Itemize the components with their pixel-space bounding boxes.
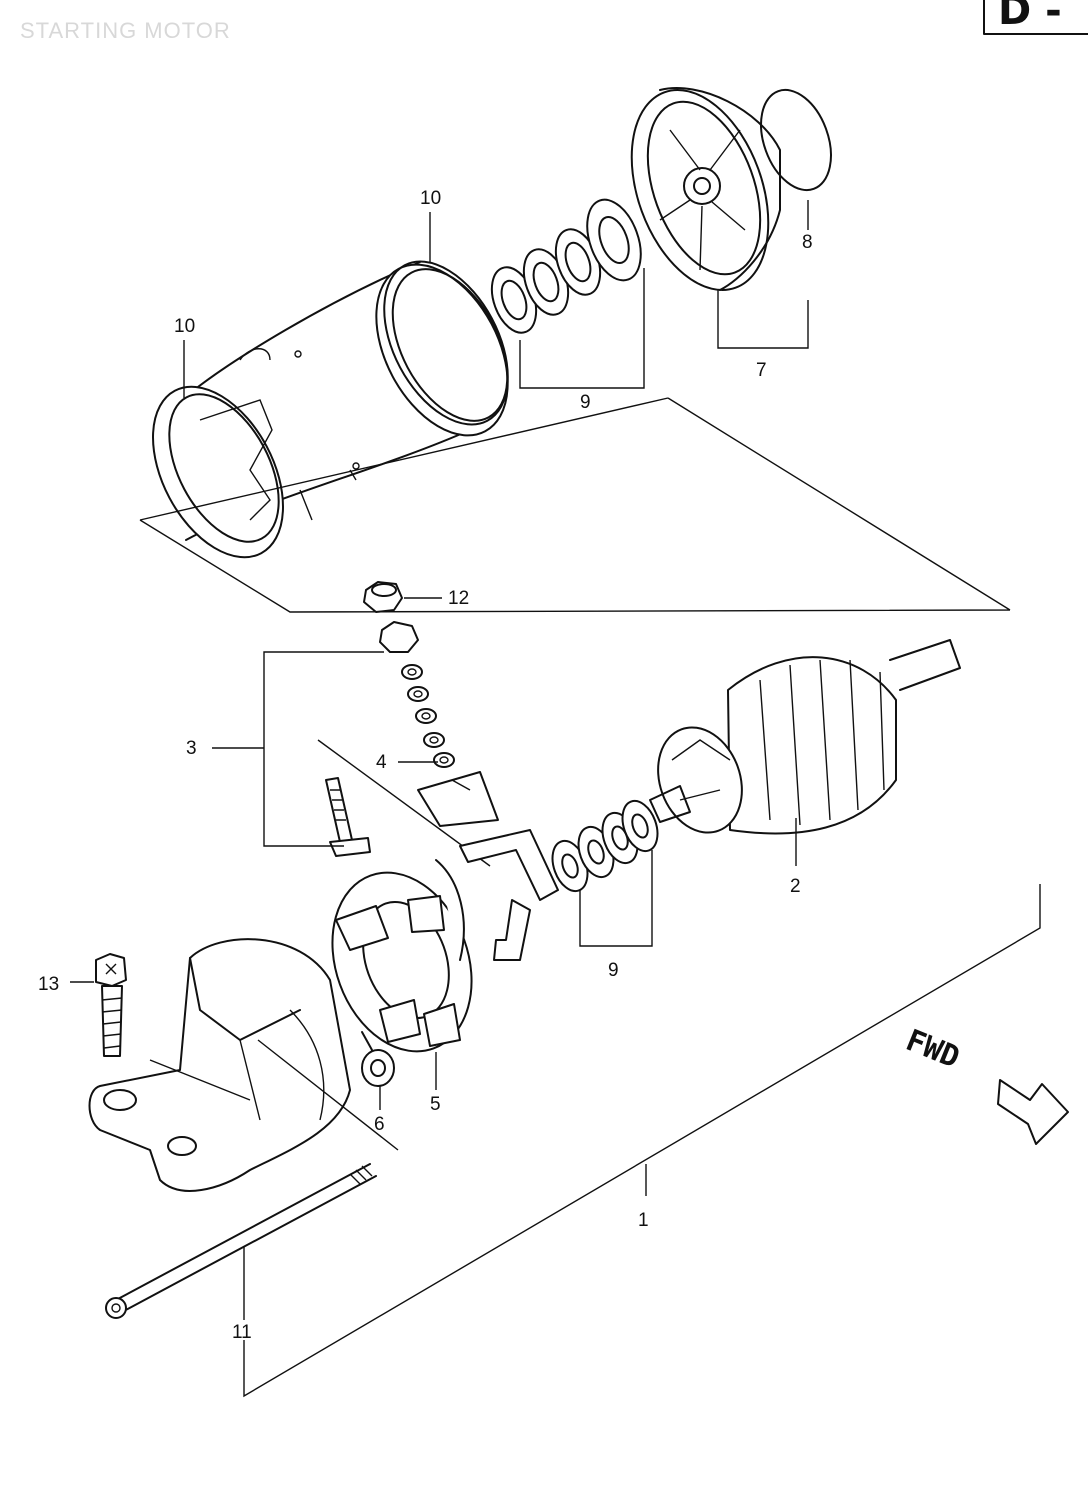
leader-7 <box>717 290 809 349</box>
washer-set-lower <box>551 799 659 893</box>
end-cover <box>630 87 781 292</box>
section-code-box: D - <box>983 0 1088 35</box>
callout-8: 8 <box>802 232 813 253</box>
callout-9-lower: 9 <box>608 960 619 981</box>
o-ring-rear <box>383 260 509 426</box>
callout-11: 11 <box>232 1322 252 1343</box>
commutator-end-housing <box>88 938 351 1192</box>
o-ring-end-cover <box>760 88 832 192</box>
armature <box>649 639 961 835</box>
group-line-assembly <box>243 884 1041 1398</box>
callout-2: 2 <box>790 876 801 897</box>
terminal-bolt <box>325 777 371 857</box>
terminal-stack <box>379 621 455 768</box>
washer-set-upper <box>490 198 642 334</box>
yoke-housing <box>152 261 509 559</box>
section-code: D - <box>998 0 1062 34</box>
callout-4: 4 <box>376 752 387 773</box>
leader-3 <box>212 651 384 847</box>
callout-1: 1 <box>638 1210 649 1231</box>
callout-10-lower: 10 <box>174 316 195 337</box>
bushing <box>361 1031 395 1087</box>
mounting-bolt <box>95 953 127 1057</box>
callout-6: 6 <box>374 1114 385 1135</box>
insulator-plate <box>417 771 499 827</box>
terminal-nut <box>363 581 403 613</box>
callout-12: 12 <box>448 588 469 609</box>
callout-5: 5 <box>430 1094 441 1115</box>
through-bolt <box>105 1163 377 1319</box>
callout-9-upper: 9 <box>580 392 591 413</box>
callout-10-upper: 10 <box>420 188 441 209</box>
brush-holder <box>331 829 559 1053</box>
callout-13: 13 <box>38 974 59 995</box>
callout-3: 3 <box>186 738 197 759</box>
forward-arrow-icon <box>997 1079 1069 1145</box>
leader-9-lower <box>579 850 653 947</box>
forward-label: FWD <box>901 1023 964 1076</box>
group-line-yoke <box>139 397 1011 613</box>
callout-7: 7 <box>756 360 767 381</box>
page-title: STARTING MOTOR <box>20 18 231 43</box>
leader-9-upper <box>519 268 645 389</box>
